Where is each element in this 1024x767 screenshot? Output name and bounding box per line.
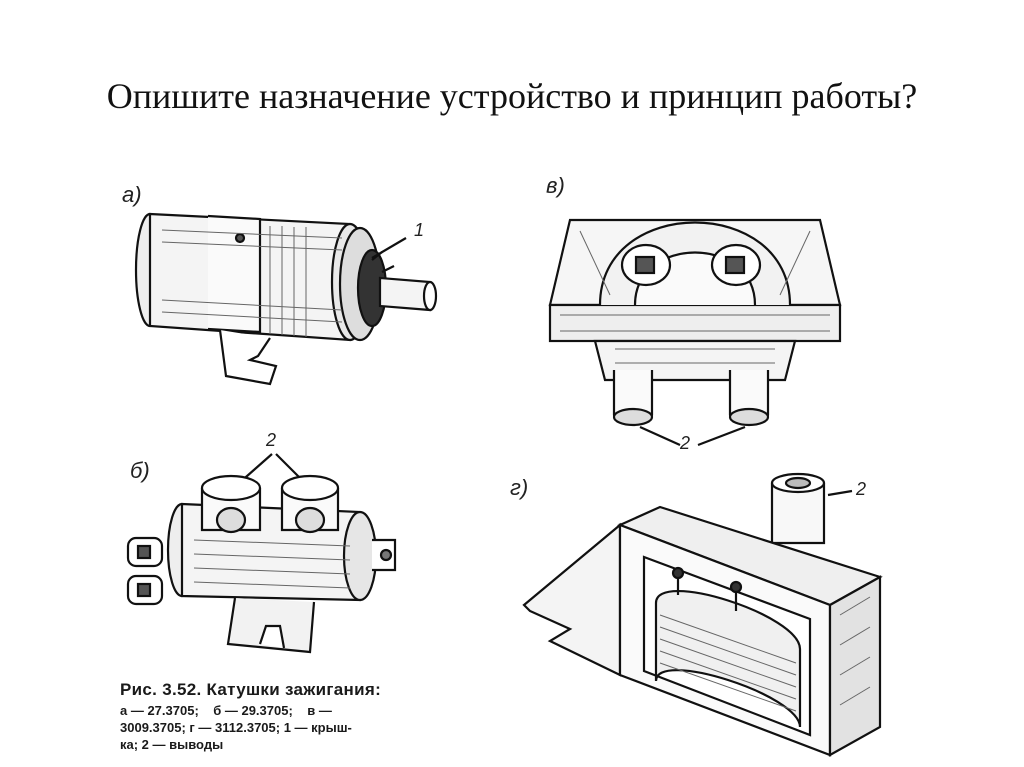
figure-b-horizontal-coil: б) 2 — [110, 430, 420, 665]
caption-line: ка; 2 — выводы — [120, 737, 224, 752]
figure-g-callout-2: 2 — [856, 479, 867, 499]
caption-line: 3009.3705; г — 3112.3705; 1 — крыш- — [120, 720, 352, 735]
figure-a-callout-1: 1 — [414, 220, 425, 240]
figure-v-letter: в) — [546, 173, 565, 198]
figure-g-letter: г) — [510, 475, 529, 500]
figure-caption: Рис. 3.52. Катушки зажигания: а — 27.370… — [120, 680, 480, 753]
figure-b-letter: б) — [130, 458, 150, 483]
slide-title: Опишите назначение устройство и принцип … — [106, 76, 918, 116]
caption-heading: Рис. 3.52. Катушки зажигания: — [120, 680, 382, 699]
coil-b-drawing — [126, 453, 397, 654]
coil-a-drawing — [134, 212, 438, 386]
figure-b-callout-2: 2 — [266, 430, 277, 450]
figure-v-dome-coil: в) 2 — [540, 165, 850, 465]
figure-a-cylindrical-coil: а) 1 — [110, 180, 450, 395]
caption-line: а — 27.3705; б — 29.3705; в — — [120, 703, 332, 718]
coil-v-drawing — [548, 218, 842, 447]
figure-v-callout-2: 2 — [680, 433, 691, 453]
figure-g-frame-coil: г) 2 — [510, 465, 890, 760]
coil-g-drawing — [522, 472, 883, 757]
figure-a-letter: а) — [122, 182, 142, 207]
